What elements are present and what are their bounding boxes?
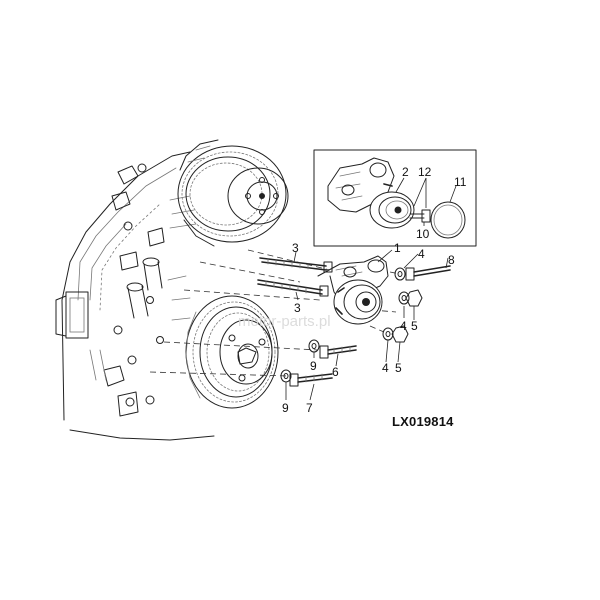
callout-3-lower: 3 xyxy=(294,301,301,315)
nut-5-mid xyxy=(405,289,423,307)
callout-4-mid: 4 xyxy=(400,319,407,333)
callout-4-top: 4 xyxy=(418,247,425,261)
callout-11: 11 xyxy=(454,175,467,189)
callout-4-low: 4 xyxy=(382,361,389,375)
crankshaft-pulley xyxy=(185,295,279,409)
cap-screw-7 xyxy=(289,373,333,387)
callout-3-upper: 3 xyxy=(292,241,299,255)
callout-2: 2 xyxy=(402,165,409,179)
callout-6: 6 xyxy=(332,365,339,379)
inset-detail-box xyxy=(313,149,477,247)
callout-8: 8 xyxy=(448,253,455,267)
callout-12: 12 xyxy=(418,165,432,179)
callout-10: 10 xyxy=(416,227,430,241)
callout-7: 7 xyxy=(306,401,313,415)
callout-1: 1 xyxy=(394,241,401,255)
callout-9-upper: 9 xyxy=(310,359,317,373)
callout-5-low: 5 xyxy=(395,361,402,375)
belt-tensioner-assembly xyxy=(317,255,389,325)
figure-code: LX019814 xyxy=(392,414,454,429)
cap-screw-6 xyxy=(319,345,357,359)
callout-5-mid: 5 xyxy=(411,319,418,333)
cap-screw-3-upper xyxy=(259,257,333,273)
cap-screw-8 xyxy=(405,265,451,281)
callout-labels: 1 2 12 11 10 3 3 4 8 4 5 4 5 9 6 9 7 xyxy=(282,165,467,415)
leader-lines xyxy=(285,177,457,401)
washer-9-upper xyxy=(308,339,320,353)
nut-5-low xyxy=(391,325,409,343)
cap-screw-3-lower xyxy=(257,279,329,297)
washer-4-top xyxy=(394,267,406,281)
water-pump-pulley xyxy=(177,139,289,247)
callout-9-lower: 9 xyxy=(282,401,289,415)
washer-4-mid xyxy=(398,291,410,305)
watermark-text: motor-parts.pl xyxy=(238,313,331,330)
